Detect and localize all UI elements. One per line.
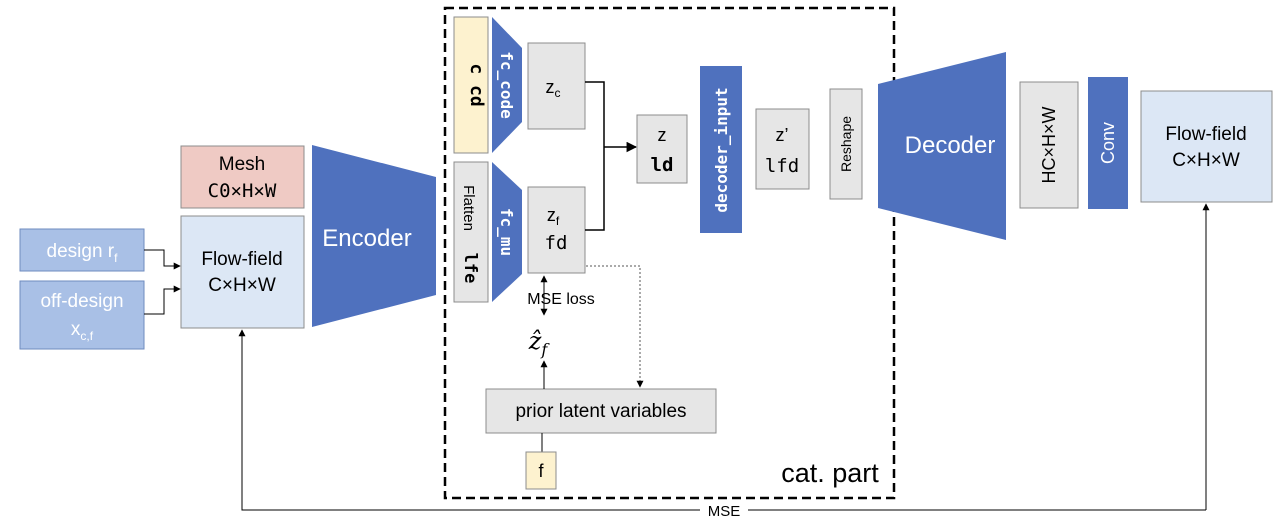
zf-connector (585, 147, 605, 231)
design-input-box (19, 228, 145, 272)
design-arrow (144, 249, 181, 270)
zhat-sub: f (540, 340, 550, 359)
mse-feedback-line-left (238, 329, 1206, 511)
prior-latent-box (485, 388, 717, 434)
zf-sub: f (556, 214, 560, 228)
fc-code-label: fc_code (497, 51, 516, 118)
mse-label: MSE (708, 503, 741, 520)
zhat-label: ẑ (528, 327, 542, 355)
conv-block (1088, 77, 1128, 209)
zprime-label: z’ (776, 125, 789, 145)
prior-latent-label: prior latent variables (515, 401, 686, 422)
fc-mu-label: fc_mu (497, 208, 516, 256)
zf-label: z (547, 205, 556, 225)
flowfield-input-dims: C×H×W (208, 275, 276, 296)
design-label: design r (47, 241, 115, 262)
svg-text:zf: zf (547, 205, 560, 228)
decoder-label: Decoder (905, 132, 996, 159)
svg-text:zc: zc (546, 77, 561, 100)
flowfield-output-title: Flow-field (1165, 124, 1246, 145)
mse-loss-label: MSE loss (527, 291, 595, 308)
offdesign-input-box (19, 280, 145, 350)
flowfield-output-box (1140, 90, 1273, 203)
zc-sub: c (555, 86, 561, 100)
hc-label: HC×H×W (1039, 106, 1059, 183)
reshape-label: Reshape (838, 116, 854, 172)
cat-part-region (443, 6, 896, 500)
zf-to-prior-dotted-arrow (586, 265, 644, 388)
zc-label: z (546, 77, 555, 97)
flatten-box (453, 161, 489, 303)
zprime-dims: lfd (765, 155, 799, 177)
svg-text:ẑf: ẑf (528, 327, 551, 359)
decoder-block (878, 52, 1006, 240)
offdesign-arrow (144, 285, 181, 315)
reshape-box (829, 88, 863, 200)
mesh-box (180, 145, 305, 209)
svg-text:design rf: design rf (47, 241, 119, 265)
fc-mu-block (492, 162, 522, 302)
zf-box (527, 186, 586, 274)
flowfield-input-title: Flow-field (201, 249, 282, 270)
z-dims: ld (651, 154, 674, 176)
svg-text:c cd: c cd (466, 63, 487, 106)
conv-label: Conv (1098, 122, 1118, 164)
offdesign-label: off-design (40, 291, 123, 312)
zc-box (527, 42, 586, 130)
zc-connector (585, 81, 605, 147)
cat-part-label: cat. part (781, 458, 879, 488)
flowfield-output-dims: C×H×W (1172, 150, 1240, 171)
f-box (525, 451, 557, 490)
zprime-box (755, 108, 810, 190)
zf-dims: fd (545, 232, 568, 254)
encoder-label: Encoder (322, 225, 411, 252)
f-label: f (538, 461, 544, 481)
design-sub: f (114, 251, 118, 265)
condition-code-box (453, 16, 489, 154)
condition-cd: cd (466, 85, 487, 107)
svg-text:xc,f: xc,f (71, 319, 94, 343)
decoder-input-label: decoder_input (712, 87, 731, 212)
encoder-block (312, 145, 436, 327)
decoder-input-block (700, 66, 742, 233)
mesh-title: Mesh (219, 154, 265, 175)
offdesign-x: x (71, 319, 81, 340)
fc-code-block (492, 17, 522, 153)
flatten-label: Flatten (460, 185, 477, 231)
mesh-dims: C0×H×W (208, 180, 277, 202)
condition-c: c (466, 63, 487, 74)
flowfield-input-box (180, 215, 305, 329)
offdesign-sub: c,f (80, 329, 93, 343)
z-box (636, 114, 688, 184)
z-label: z (658, 125, 667, 145)
hc-box (1019, 81, 1079, 209)
flatten-lfe: lfe (460, 253, 480, 284)
